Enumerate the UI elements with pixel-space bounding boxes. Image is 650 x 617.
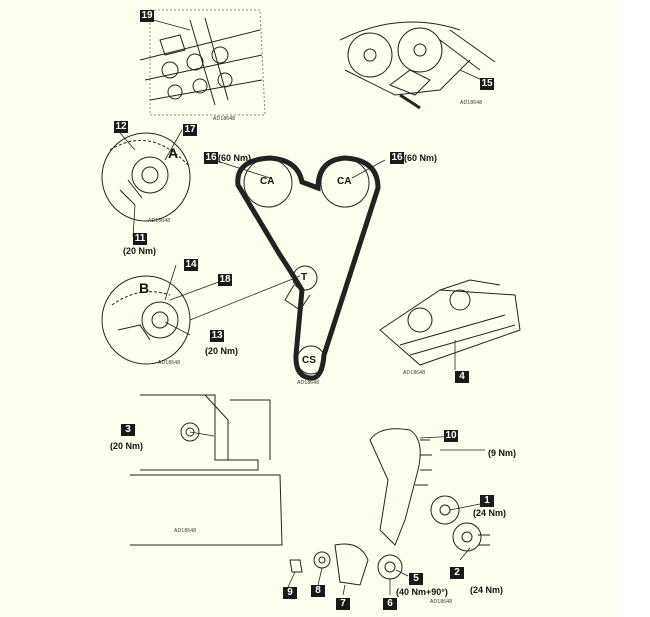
left-cam-pulley: [243, 158, 293, 208]
torque-2: (24 Nm): [470, 585, 504, 595]
callout-3: 3: [121, 424, 135, 436]
torque-3: (20 Nm): [110, 441, 144, 451]
ref-code-detail-a: AD18648: [148, 218, 171, 224]
right-cam-pulley: [320, 158, 370, 208]
callout-11: 11: [133, 233, 147, 245]
detail-letter-a: A: [168, 145, 179, 161]
callout-16-right: 16: [390, 152, 404, 164]
callout-14: 14: [184, 259, 198, 271]
callout-6: 6: [383, 598, 397, 610]
engine-block-view: [130, 394, 283, 546]
exploded-components-view: [289, 428, 490, 586]
ref-code-components: AD18648: [430, 599, 453, 605]
callout-18: 18: [218, 274, 232, 286]
torque-16-right: (60 Nm): [404, 153, 438, 163]
callout-1: 1: [480, 495, 494, 507]
ref-code-top-right: AD18648: [460, 100, 483, 106]
callout-8: 8: [311, 585, 325, 597]
camshaft-carrier-view: [379, 279, 521, 366]
callout-12: 12: [114, 121, 128, 133]
crank-pulley: [296, 345, 326, 375]
pulley-label-tensioner: T: [301, 272, 308, 283]
technical-illustration: [101, 9, 521, 596]
pulley-label-crankshaft: CS: [302, 355, 316, 366]
torque-16-left: (60 Nm): [218, 153, 252, 163]
torque-1: (24 Nm): [473, 508, 507, 518]
torque-11: (20 Nm): [123, 246, 157, 256]
callout-2: 2: [450, 567, 464, 579]
pulley-label-ca-left: CA: [260, 176, 275, 187]
callout-9: 9: [283, 587, 297, 599]
callout-15: 15: [480, 78, 494, 90]
camshaft-locking-view: [139, 9, 266, 116]
callout-13: 13: [210, 330, 224, 342]
callout-4: 4: [455, 371, 469, 383]
diagram-sheet: 19 15 12 17 11 16 16 14 18 13 4 3 10 1 2…: [0, 0, 618, 617]
ref-code-carrier: AD18648: [403, 370, 426, 376]
callout-17: 17: [183, 124, 197, 136]
callout-5: 5: [409, 573, 423, 585]
tensioner-pulley: [292, 265, 318, 291]
camshaft-pulley-tool-view: [339, 21, 496, 110]
ref-code-block: AD18648: [174, 528, 197, 534]
ref-code-top-left: AD18648: [213, 116, 236, 122]
pulley-label-ca-right: CA: [337, 176, 352, 187]
callout-10: 10: [444, 430, 458, 442]
ref-code-detail-b: AD18648: [158, 360, 181, 366]
callout-19: 19: [140, 10, 154, 22]
timing-belt: [235, 155, 381, 381]
detail-a-circle: [101, 132, 191, 222]
torque-10: (9 Nm): [488, 448, 517, 458]
torque-13: (20 Nm): [205, 346, 239, 356]
ref-code-belt: AD18648: [297, 380, 320, 386]
callout-16-left: 16: [204, 152, 218, 164]
callout-7: 7: [336, 598, 350, 610]
torque-5: (40 Nm+90°): [396, 587, 448, 597]
detail-letter-b: B: [139, 280, 150, 296]
